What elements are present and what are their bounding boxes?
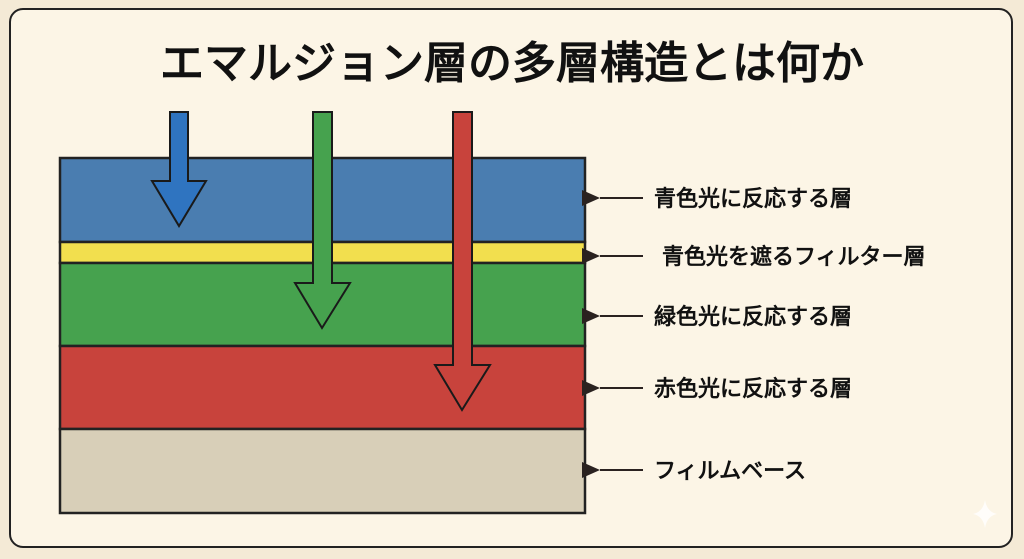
diagram-title: エマルジョン層の多層構造とは何か	[160, 38, 864, 89]
layer-film-base	[58, 427, 587, 515]
label-red-sensitive: 赤色光に反応する層	[654, 376, 852, 402]
label-yellow-filter: 青色光を遮るフィルター層	[662, 244, 926, 270]
label-blue-sensitive: 青色光に反応する層	[654, 186, 852, 212]
sparkle-icon	[973, 500, 997, 528]
green-light-arrow-icon	[293, 111, 352, 330]
label-green-sensitive: 緑色光に反応する層	[654, 304, 852, 330]
red-light-arrow-icon	[433, 111, 492, 412]
layer-red-sensitive	[58, 344, 587, 431]
label-film-base: フィルムベース	[654, 459, 806, 484]
blue-light-arrow-icon	[150, 111, 208, 228]
